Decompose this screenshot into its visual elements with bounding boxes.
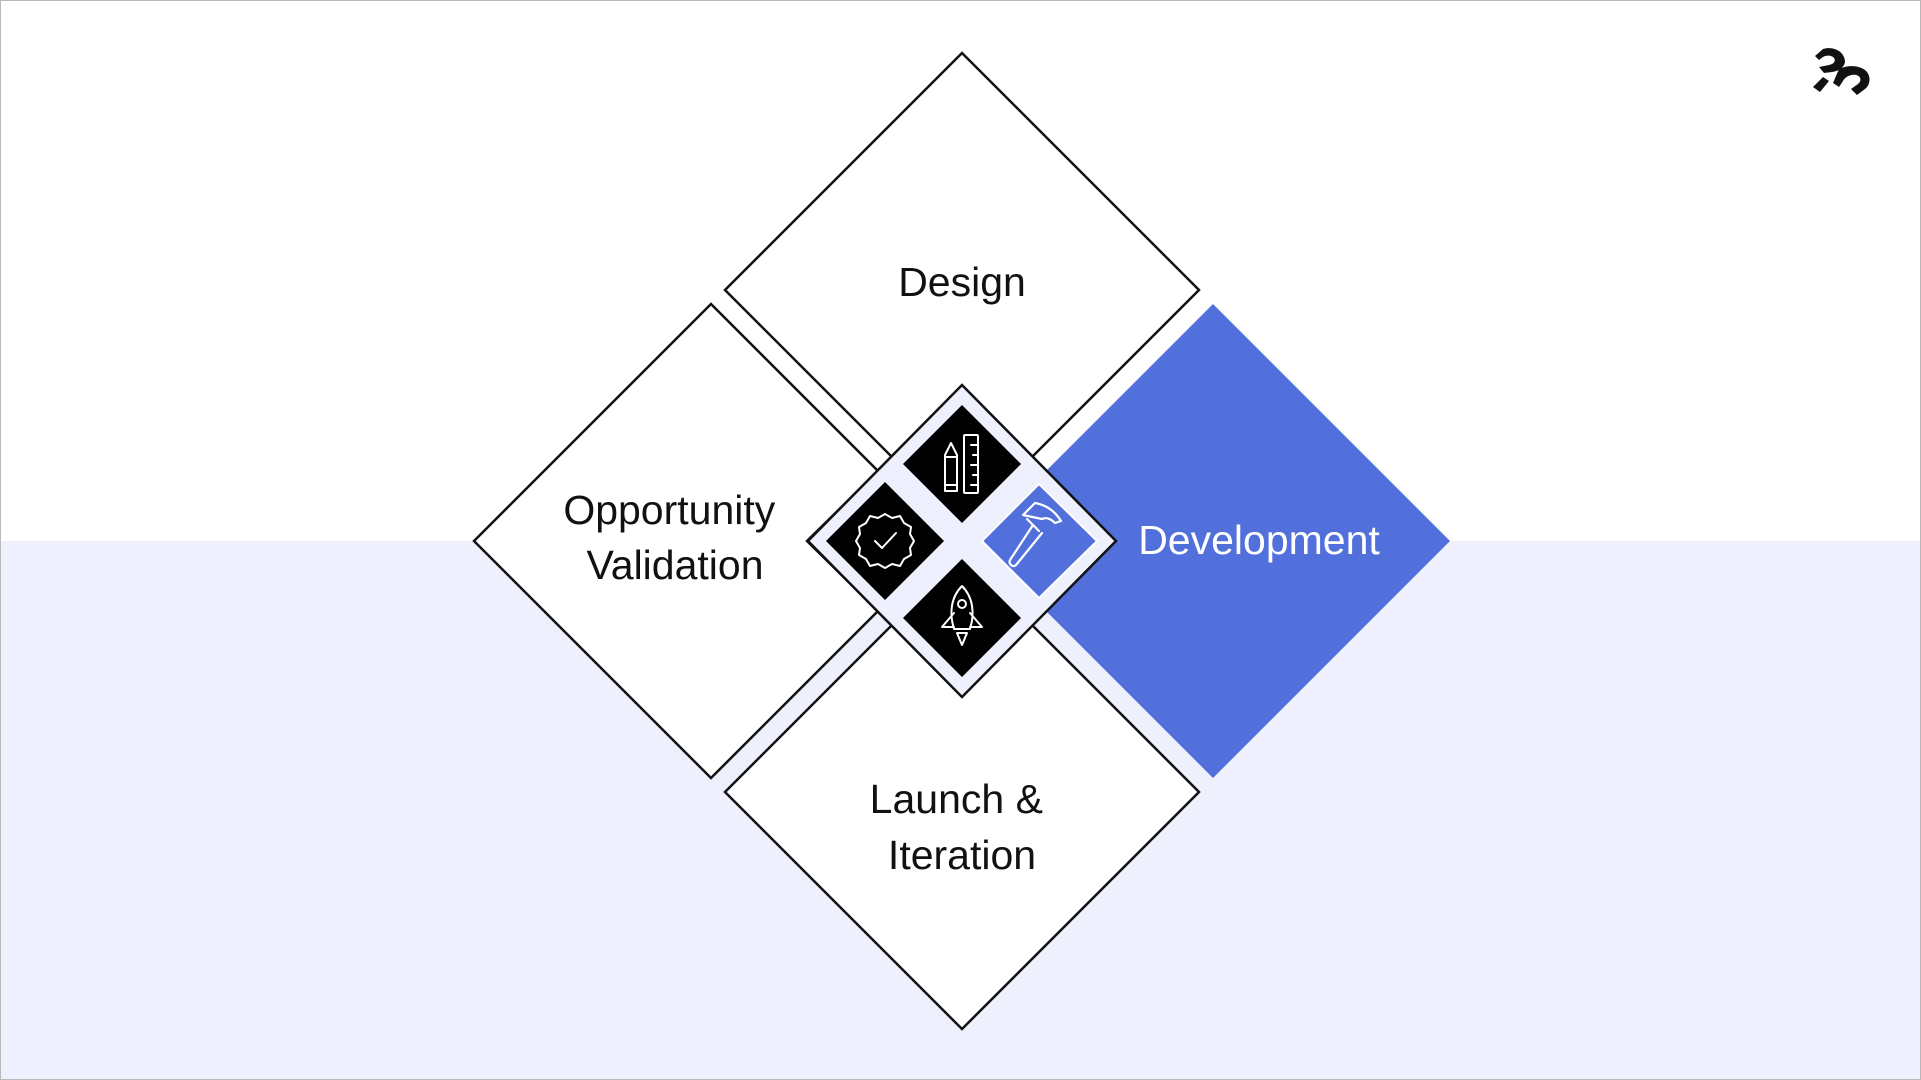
stage-launch-iteration: Launch & Iteration [723, 623, 1201, 1031]
badge-check-icon [855, 513, 915, 569]
stage-opportunity-label-line1: Opportunity [563, 487, 775, 533]
center-hub [806, 383, 1118, 699]
icon-tile-launch [903, 559, 1021, 677]
stage-design-label: Design [898, 259, 1026, 305]
company-logo [1813, 48, 1870, 95]
stage-launch-label-line1: Launch & [870, 776, 1043, 822]
stage-opportunity-label: Opportunity Validation [563, 487, 786, 588]
hammer-icon [1008, 501, 1063, 568]
stage-design: Design [723, 51, 1201, 459]
stage-launch-label-line2: Iteration [888, 832, 1036, 878]
icon-tile-design [903, 405, 1021, 523]
stage-development: Development [1046, 304, 1450, 778]
stage-opportunity-label-line2: Validation [586, 542, 763, 588]
stage-opportunity-validation: Opportunity Validation [472, 302, 880, 780]
icon-tile-opportunity [826, 482, 944, 600]
stage-launch-label: Launch & Iteration [870, 776, 1055, 878]
stage-development-label: Development [1138, 517, 1380, 563]
rocket-icon [941, 585, 983, 646]
icon-tile-development [980, 482, 1099, 600]
stage-development-shape [1046, 304, 1450, 778]
pencil-ruler-icon [944, 434, 979, 494]
